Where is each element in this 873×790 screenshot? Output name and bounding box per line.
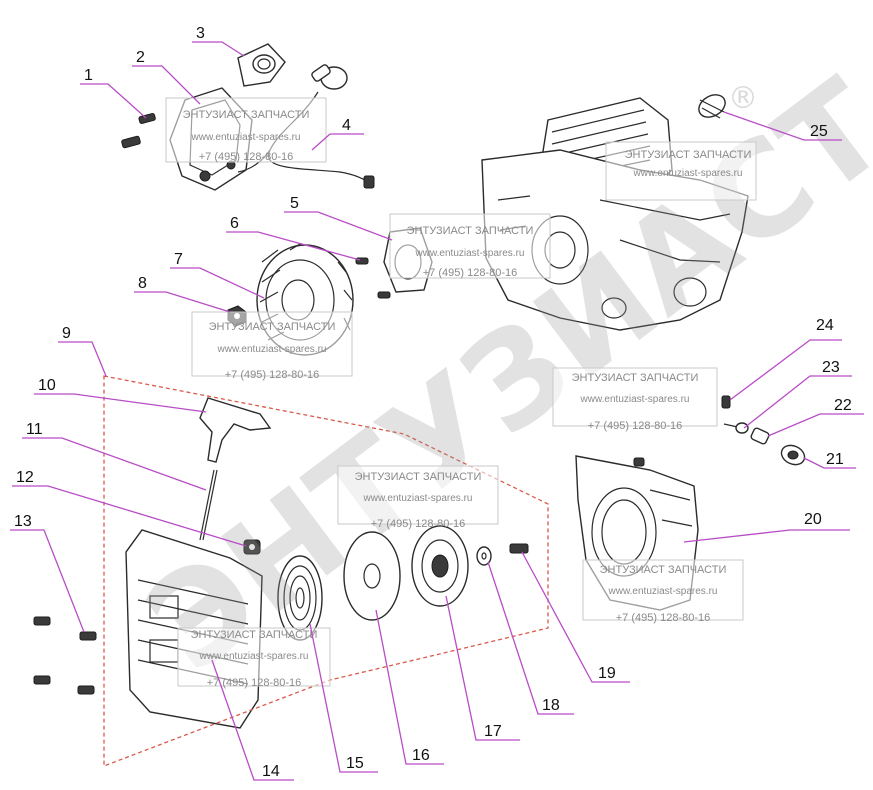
callout-22: 22 bbox=[834, 397, 852, 414]
callout-24: 24 bbox=[816, 317, 834, 334]
callout-2: 2 bbox=[136, 49, 145, 66]
callout-3: 3 bbox=[196, 25, 205, 42]
callout-23: 23 bbox=[822, 359, 840, 376]
part-19-screw bbox=[509, 543, 529, 554]
svg-text:+7 (495) 128-80-16: +7 (495) 128-80-16 bbox=[423, 267, 517, 279]
watermark-label-6: ЭНТУЗИАСТ ЗАПЧАСТИ www.entuziast-spares.… bbox=[337, 465, 499, 530]
watermark-label-3: ЭНТУЗИАСТ ЗАПЧАСТИ www.entuziast-spares.… bbox=[605, 141, 757, 201]
svg-text:+7 (495) 128-80-16: +7 (495) 128-80-16 bbox=[616, 612, 710, 624]
part-21-filter bbox=[780, 444, 806, 466]
callout-6: 6 bbox=[230, 215, 239, 232]
callout-17: 17 bbox=[484, 723, 502, 740]
svg-text:www.entuziast-spares.ru: www.entuziast-spares.ru bbox=[415, 248, 525, 259]
callout-1: 1 bbox=[84, 67, 93, 84]
part-6-screws bbox=[355, 257, 391, 299]
callout-4: 4 bbox=[342, 117, 351, 134]
svg-text:+7 (495) 128-80-16: +7 (495) 128-80-16 bbox=[371, 518, 465, 530]
callout-10: 10 bbox=[38, 377, 56, 394]
part-24-screw bbox=[721, 395, 731, 409]
registered-mark: ® bbox=[728, 81, 758, 116]
watermark-label-5: ЭНТУЗИАСТ ЗАПЧАСТИ www.entuziast-spares.… bbox=[552, 367, 718, 432]
svg-text:www.entuziast-spares.ru: www.entuziast-spares.ru bbox=[199, 651, 309, 662]
callout-7: 7 bbox=[174, 251, 183, 268]
svg-text:ЭНТУЗИАСТ ЗАПЧАСТИ: ЭНТУЗИАСТ ЗАПЧАСТИ bbox=[572, 372, 699, 384]
svg-text:ЭНТУЗИАСТ ЗАПЧАСТИ: ЭНТУЗИАСТ ЗАПЧАСТИ bbox=[191, 629, 318, 641]
part-12-rope-guide bbox=[243, 539, 261, 555]
watermark-label-2: ЭНТУЗИАСТ ЗАПЧАСТИ www.entuziast-spares.… bbox=[389, 213, 551, 279]
callout-8: 8 bbox=[138, 275, 147, 292]
callout-21: 21 bbox=[826, 451, 844, 468]
callout-15: 15 bbox=[346, 755, 364, 772]
svg-text:www.entuziast-spares.ru: www.entuziast-spares.ru bbox=[580, 394, 690, 405]
svg-text:www.entuziast-spares.ru: www.entuziast-spares.ru bbox=[191, 132, 301, 143]
svg-text:ЭНТУЗИАСТ ЗАПЧАСТИ: ЭНТУЗИАСТ ЗАПЧАСТИ bbox=[209, 321, 336, 333]
svg-text:ЭНТУЗИАСТ ЗАПЧАСТИ: ЭНТУЗИАСТ ЗАПЧАСТИ bbox=[625, 149, 752, 161]
part-16-pulley-plate bbox=[343, 531, 401, 621]
callout-19: 19 bbox=[598, 665, 616, 682]
callout-12: 12 bbox=[16, 469, 34, 486]
callout-20: 20 bbox=[804, 511, 822, 528]
watermark-label-7: ЭНТУЗИАСТ ЗАПЧАСТИ www.entuziast-spares.… bbox=[582, 559, 744, 624]
callout-16: 16 bbox=[412, 747, 430, 764]
starter-assembly-group-outline bbox=[103, 375, 549, 767]
callout-25: 25 bbox=[810, 123, 828, 140]
svg-text:www.entuziast-spares.ru: www.entuziast-spares.ru bbox=[217, 344, 327, 355]
svg-text:www.entuziast-spares.ru: www.entuziast-spares.ru bbox=[608, 586, 718, 597]
part-22-fitting bbox=[750, 427, 770, 445]
callout-lines bbox=[10, 41, 864, 781]
svg-text:www.entuziast-spares.ru: www.entuziast-spares.ru bbox=[363, 493, 473, 504]
callout-9: 9 bbox=[62, 325, 71, 342]
svg-text:+7 (495) 128-80-16: +7 (495) 128-80-16 bbox=[207, 677, 301, 689]
callout-13: 13 bbox=[14, 513, 32, 530]
callout-14: 14 bbox=[262, 763, 280, 780]
svg-text:+7 (495) 128-80-16: +7 (495) 128-80-16 bbox=[588, 420, 682, 432]
callout-5: 5 bbox=[290, 195, 299, 212]
svg-text:+7 (495) 128-80-16: +7 (495) 128-80-16 bbox=[199, 151, 293, 163]
watermark-label-4: ЭНТУЗИАСТ ЗАПЧАСТИ www.entuziast-spares.… bbox=[191, 311, 353, 381]
part-13-bolts bbox=[33, 616, 97, 695]
part-23-spring bbox=[723, 422, 749, 434]
callout-18: 18 bbox=[542, 697, 560, 714]
svg-text:+7 (495) 128-80-16: +7 (495) 128-80-16 bbox=[225, 369, 319, 381]
part-18-washer bbox=[476, 546, 492, 566]
callout-11: 11 bbox=[26, 421, 43, 438]
svg-text:ЭНТУЗИАСТ ЗАПЧАСТИ: ЭНТУЗИАСТ ЗАПЧАСТИ bbox=[183, 109, 310, 121]
watermark-label-1: ЭНТУЗИАСТ ЗАПЧАСТИ www.entuziast-spares.… bbox=[165, 97, 327, 163]
svg-text:ЭНТУЗИАСТ ЗАПЧАСТИ: ЭНТУЗИАСТ ЗАПЧАСТИ bbox=[407, 225, 534, 237]
part-11-rope bbox=[199, 469, 218, 541]
watermark-label-8: ЭНТУЗИАСТ ЗАПЧАСТИ www.entuziast-spares.… bbox=[177, 627, 331, 689]
svg-text:ЭНТУЗИАСТ ЗАПЧАСТИ: ЭНТУЗИАСТ ЗАПЧАСТИ bbox=[355, 471, 482, 483]
svg-text:www.entuziast-spares.ru: www.entuziast-spares.ru bbox=[633, 168, 743, 179]
part-3-bracket bbox=[237, 43, 286, 87]
part-17-rope-pulley bbox=[411, 525, 469, 607]
part-10-starter-handle bbox=[199, 397, 272, 463]
part-25-spark-plug bbox=[698, 94, 726, 119]
svg-text:ЭНТУЗИАСТ ЗАПЧАСТИ: ЭНТУЗИАСТ ЗАПЧАСТИ bbox=[600, 564, 727, 576]
part-1-screws bbox=[121, 112, 156, 149]
